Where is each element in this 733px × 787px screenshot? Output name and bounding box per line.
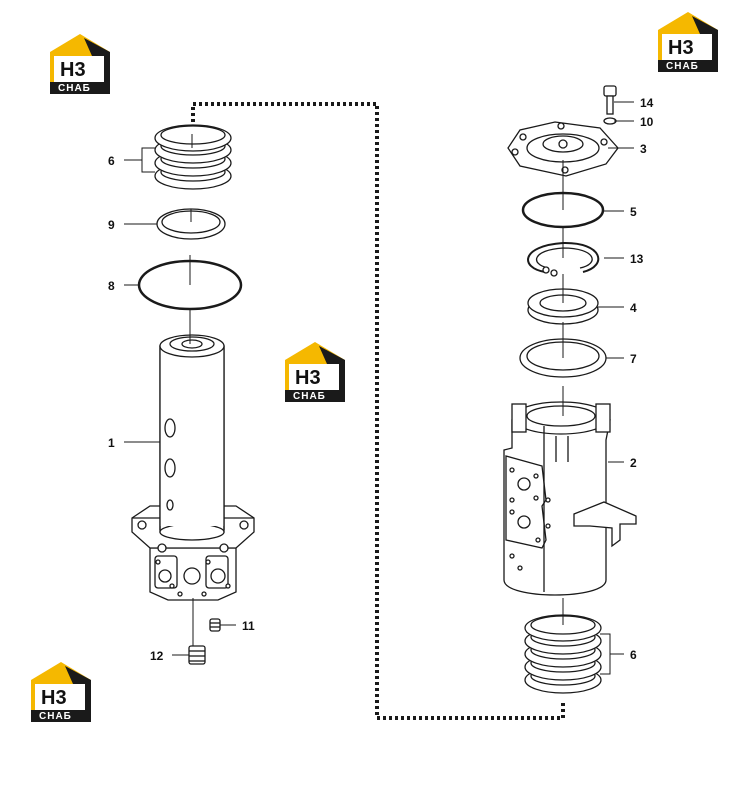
housing-2: [503, 401, 637, 596]
logo-letters: H3: [668, 37, 694, 59]
callout-13: 13: [630, 252, 644, 266]
logo-top-left: H3 СНАБ: [50, 34, 110, 94]
callout-12: 12: [150, 649, 164, 663]
logo-wordmark: СНАБ: [293, 391, 326, 402]
callout-6-left: 6: [108, 154, 115, 168]
logo-letters: H3: [41, 687, 67, 709]
logo-wordmark: СНАБ: [666, 61, 699, 72]
callout-11: 11: [242, 619, 255, 633]
rotor-shaft-1: [131, 334, 255, 601]
seal-stack-left: [154, 124, 232, 190]
leader-lines: [124, 101, 634, 675]
logo-top-right: H3 СНАБ: [658, 12, 718, 72]
callout-10: 10: [640, 115, 654, 129]
callout-2: 2: [630, 456, 637, 470]
callout-1: 1: [108, 436, 115, 450]
cover-3: [507, 121, 619, 177]
plug-12: [188, 645, 206, 665]
logo-bottom-left: H3 СНАБ: [31, 662, 91, 722]
callout-5: 5: [630, 205, 637, 219]
callout-8: 8: [108, 279, 115, 293]
logo-center: H3 СНАБ: [285, 342, 345, 402]
plug-11: [209, 618, 221, 632]
logo-wordmark: СНАБ: [58, 83, 91, 94]
callout-4: 4: [630, 301, 637, 315]
assembly-connector-line: [191, 102, 565, 720]
callout-14: 14: [640, 96, 654, 110]
callout-7: 7: [630, 352, 637, 366]
logo-letters: H3: [295, 367, 321, 389]
callout-3: 3: [640, 142, 647, 156]
logo-wordmark: СНАБ: [39, 711, 72, 722]
callout-6-right: 6: [630, 648, 637, 662]
bolt-14: [603, 85, 617, 115]
seal-stack-right: [524, 614, 602, 694]
logo-letters: H3: [60, 59, 86, 81]
callout-9: 9: [108, 218, 115, 232]
